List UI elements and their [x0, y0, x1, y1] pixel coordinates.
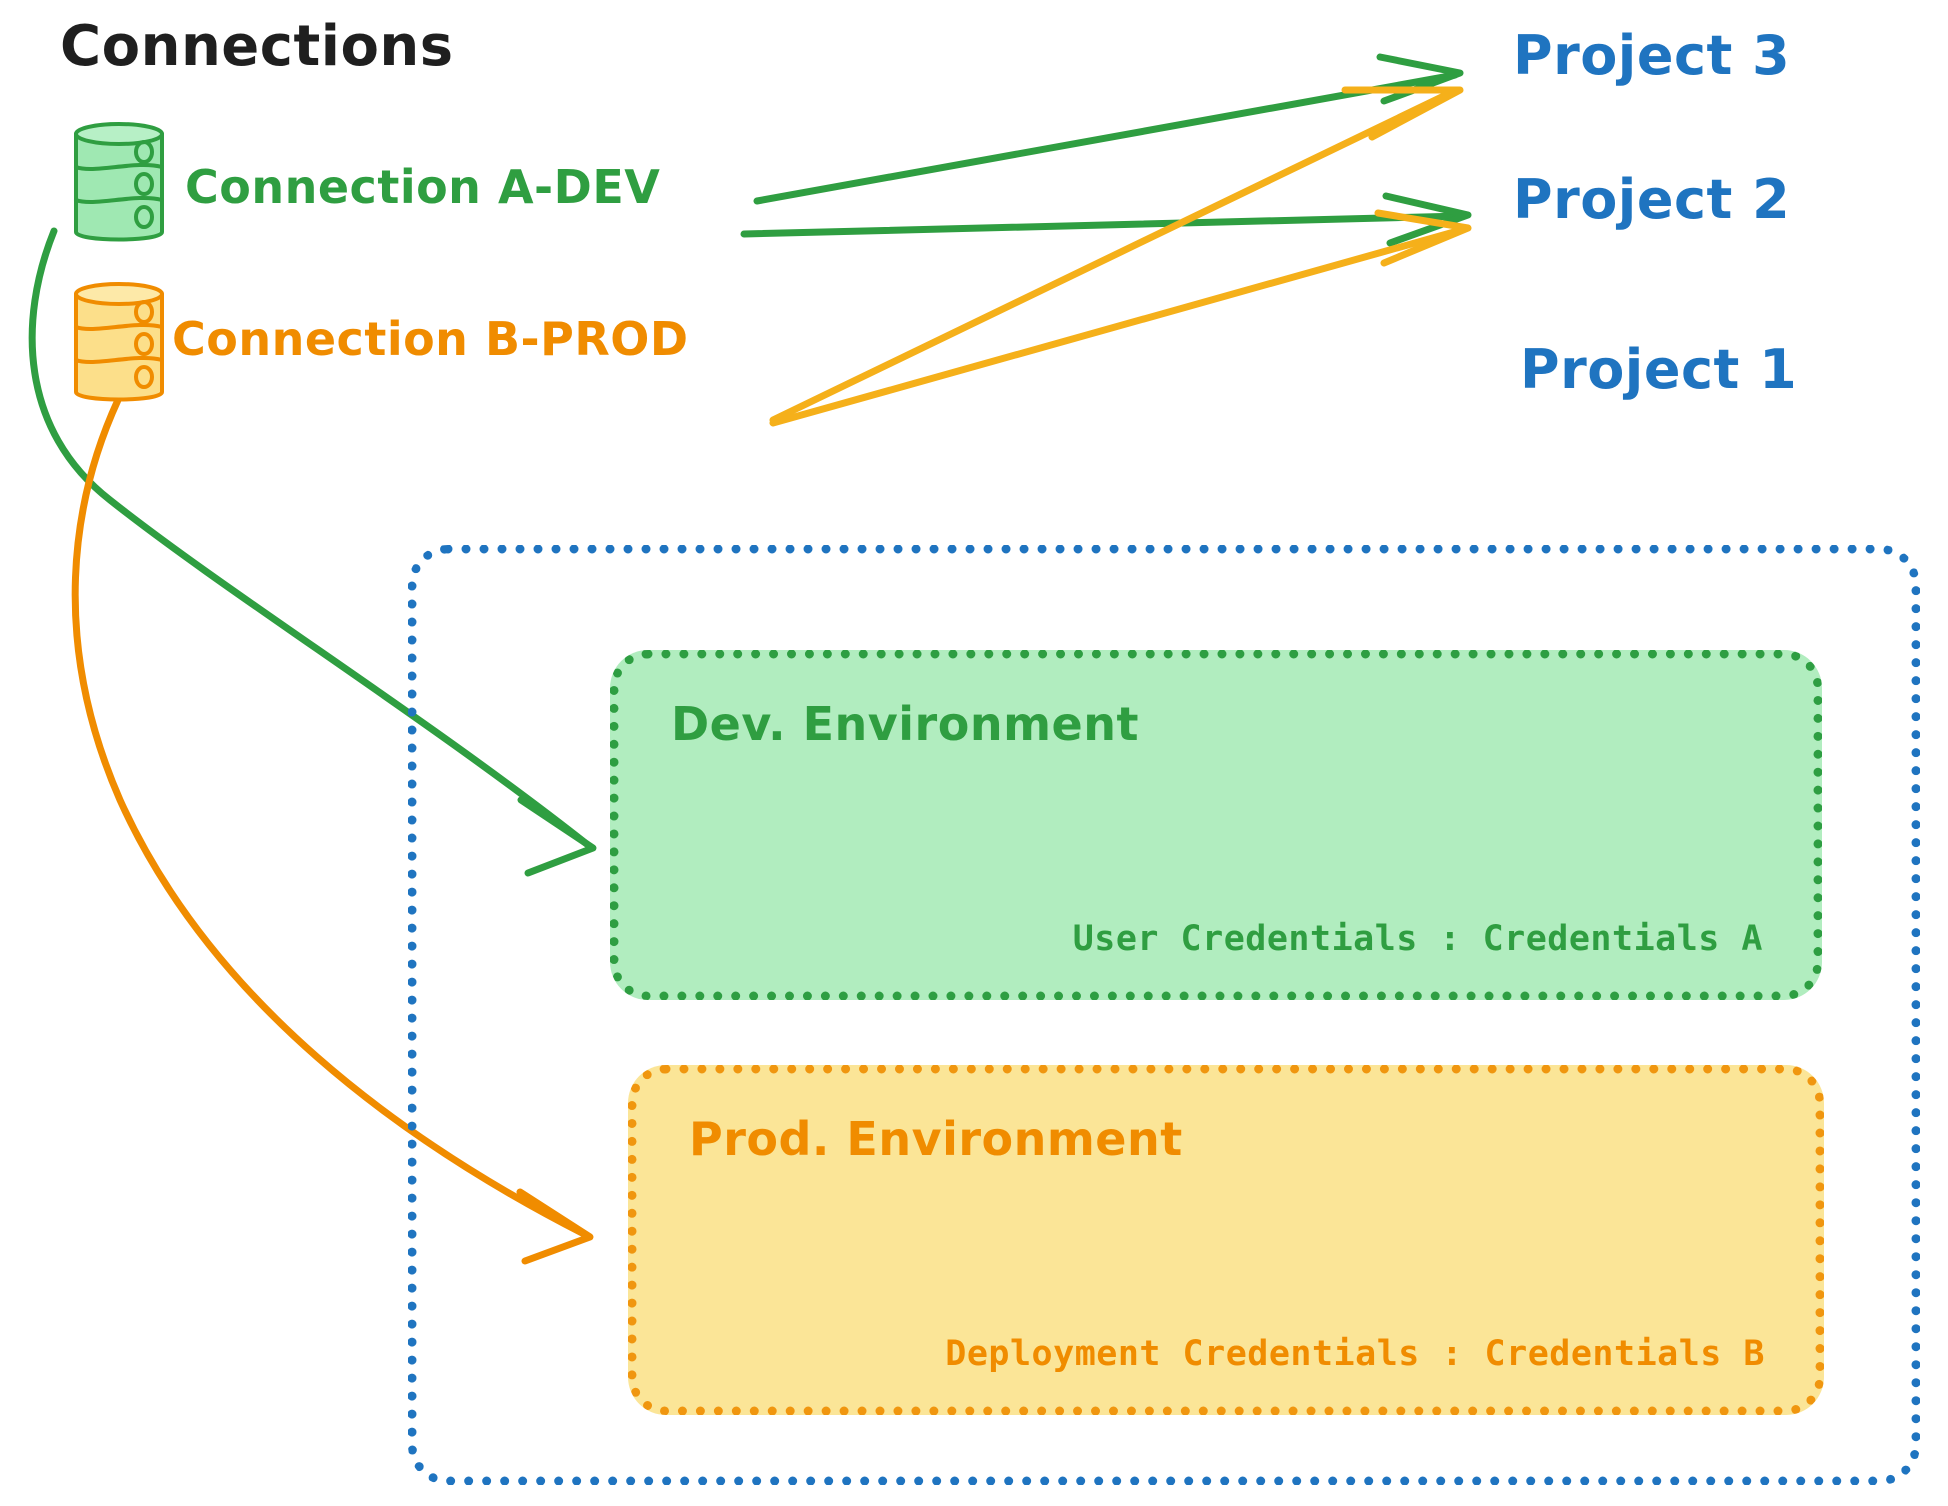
dev-environment-title: Dev. Environment [671, 697, 1139, 751]
edge-b-prod-to-project-2 [769, 209, 1472, 427]
project-label-project-1[interactable]: Project 1 [1520, 338, 1798, 401]
prod-environment-credentials: Deployment Credentials : Credentials B [945, 1334, 1765, 1374]
edge-a-dev-to-project-3 [753, 53, 1464, 205]
prod-environment-title: Prod. Environment [689, 1112, 1183, 1166]
connection-label-b-prod[interactable]: Connection B-PROD [172, 312, 689, 366]
database-cylinder-icon[interactable] [64, 272, 174, 412]
edge-a-dev-to-project-2 [740, 192, 1472, 247]
connection-label-a-dev[interactable]: Connection A-DEV [185, 160, 661, 214]
edge-b-prod-to-project-3 [769, 86, 1464, 424]
project-label-project-3[interactable]: Project 3 [1513, 24, 1791, 87]
page-title: Connections [60, 14, 454, 79]
project-label-project-2[interactable]: Project 2 [1513, 168, 1791, 231]
project-1-container [408, 545, 1920, 1485]
dev-environment-credentials: User Credentials : Credentials A [1072, 919, 1763, 959]
dev-environment-box[interactable]: Dev. Environment User Credentials : Cred… [610, 650, 1822, 1000]
prod-environment-box[interactable]: Prod. Environment Deployment Credentials… [628, 1065, 1824, 1415]
database-cylinder-icon[interactable] [64, 112, 174, 252]
